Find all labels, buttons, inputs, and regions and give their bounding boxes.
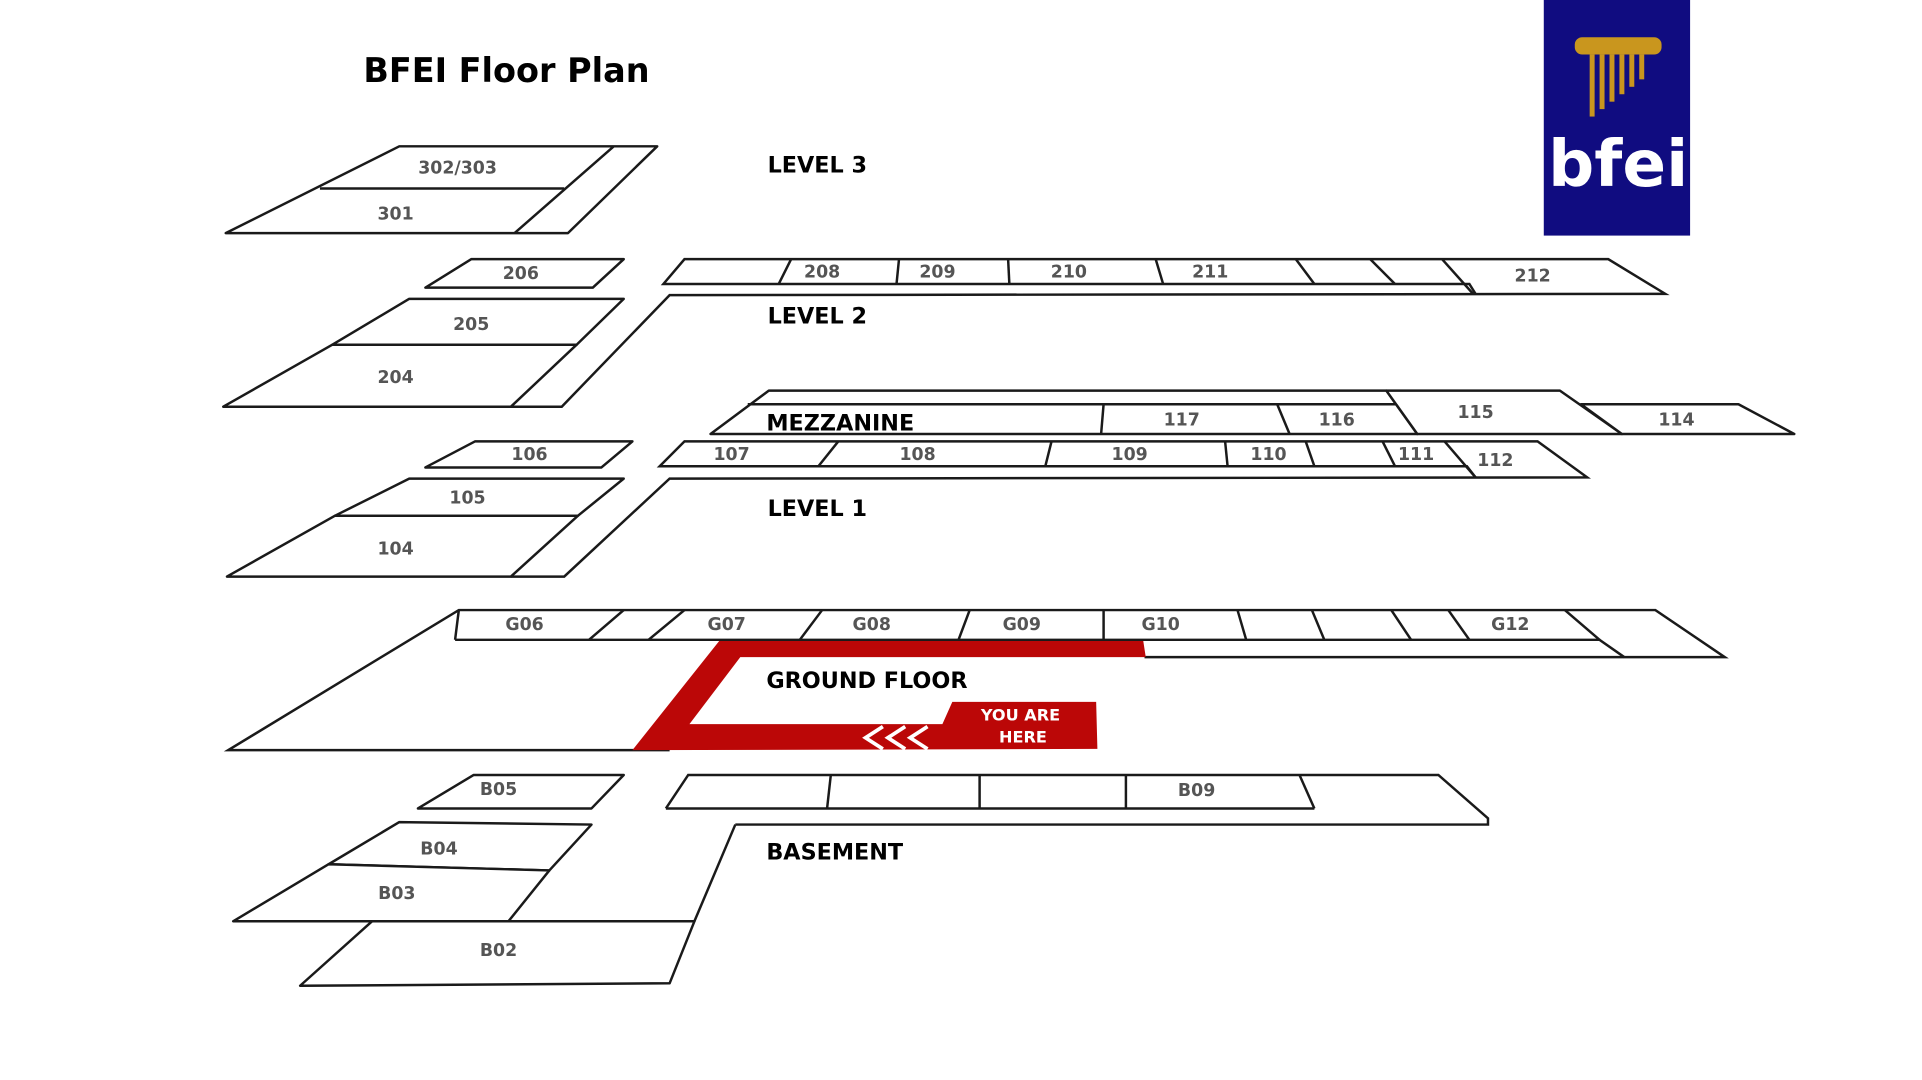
room-b05: B05 <box>480 780 517 800</box>
mezzanine-label: MEZZANINE <box>766 410 914 436</box>
room-208: 208 <box>804 263 840 283</box>
room-210: 210 <box>1051 263 1087 283</box>
level-3-label: LEVEL 3 <box>768 152 867 178</box>
room-g09: G09 <box>1003 615 1041 635</box>
room-b09: B09 <box>1178 781 1215 801</box>
level-1-label: LEVEL 1 <box>768 496 867 522</box>
ground-floor-label: GROUND FLOOR <box>766 668 967 694</box>
level-2: 206 205 204 208 209 210 211 212 LEVEL 2 <box>221 257 1670 408</box>
room-107: 107 <box>713 445 749 465</box>
room-116: 116 <box>1319 410 1355 430</box>
room-209: 209 <box>919 263 955 283</box>
room-104: 104 <box>377 539 413 559</box>
room-b04: B04 <box>420 839 457 859</box>
room-b03: B03 <box>378 884 415 904</box>
level-1: 106 105 104 107 108 109 110 111 112 LEVE… <box>225 440 1591 578</box>
room-114: 114 <box>1658 410 1694 430</box>
room-211: 211 <box>1192 263 1228 283</box>
room-g10: G10 <box>1141 615 1179 635</box>
room-109: 109 <box>1112 445 1148 465</box>
room-g07: G07 <box>707 615 745 635</box>
you-are-here-line2: HERE <box>999 728 1047 747</box>
you-are-here-path: YOU ARE HERE <box>632 641 1146 751</box>
bfei-logo: bfei <box>1543 0 1691 236</box>
room-112: 112 <box>1477 451 1513 471</box>
ground-floor: YOU ARE HERE G06 G07 G08 G09 G10 G12 GRO… <box>223 608 1729 752</box>
logo-text: bfei <box>1548 127 1688 202</box>
room-111: 111 <box>1398 445 1434 465</box>
room-115: 115 <box>1457 403 1493 423</box>
room-105: 105 <box>449 488 485 508</box>
room-204: 204 <box>377 368 413 388</box>
room-b02: B02 <box>480 941 517 961</box>
room-302-303: 302/303 <box>418 159 497 179</box>
room-117: 117 <box>1164 410 1200 430</box>
chevron-left-icon <box>862 725 929 751</box>
room-205: 205 <box>453 315 489 335</box>
you-are-here-line1: YOU ARE <box>980 705 1060 724</box>
room-206: 206 <box>503 264 539 284</box>
room-212: 212 <box>1515 266 1551 286</box>
room-g12: G12 <box>1491 615 1529 635</box>
basement: B05 B09 B04 B03 B02 BASEMENT <box>231 773 1490 988</box>
room-301: 301 <box>377 204 413 224</box>
room-g06: G06 <box>505 615 543 635</box>
room-108: 108 <box>899 445 935 465</box>
room-110: 110 <box>1250 445 1286 465</box>
page-title: BFEI Floor Plan <box>363 51 649 90</box>
mezzanine: 117 116 115 114 MEZZANINE <box>709 389 1796 436</box>
basement-label: BASEMENT <box>766 839 904 865</box>
room-g08: G08 <box>853 615 891 635</box>
room-106: 106 <box>511 445 547 465</box>
level-2-label: LEVEL 2 <box>768 304 867 330</box>
level-3: 302/303 301 LEVEL 3 <box>224 145 867 235</box>
